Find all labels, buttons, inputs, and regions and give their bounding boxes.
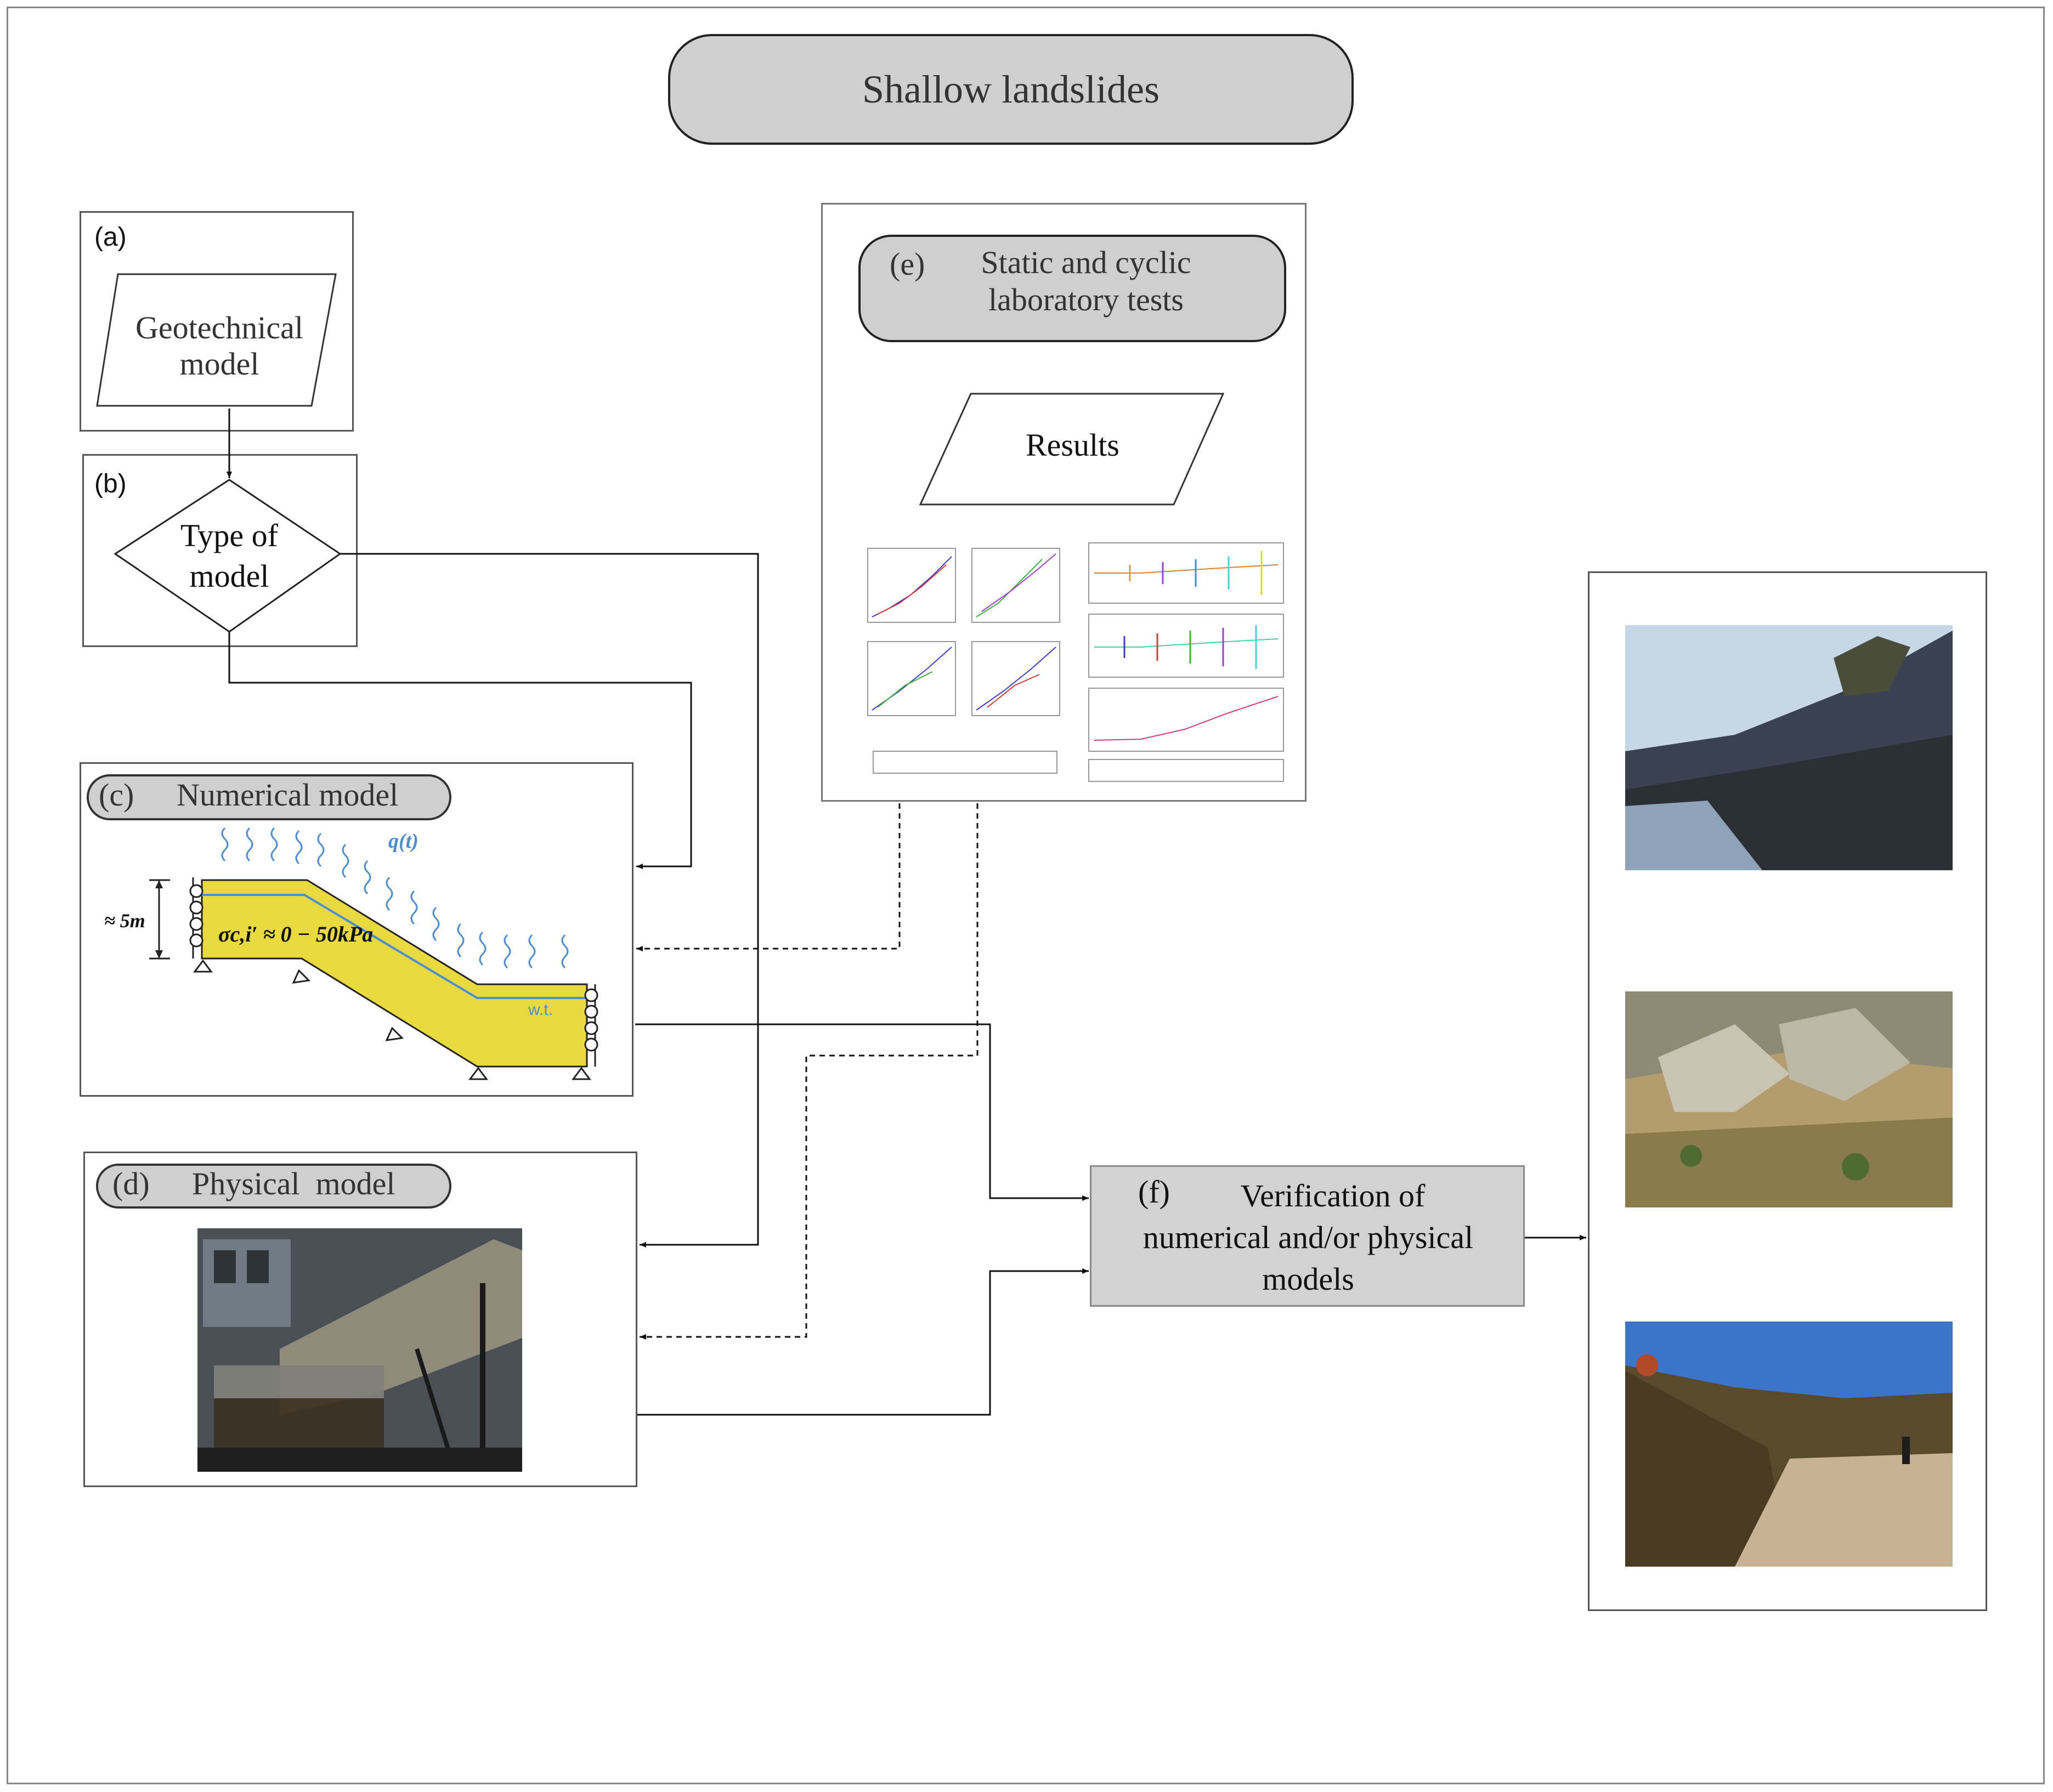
panel-e-title-line2: laboratory tests	[988, 282, 1184, 317]
field-photo-3	[1625, 1322, 1953, 1567]
physical-model-photo-sketch	[197, 1228, 522, 1472]
water-table-label: w.t.	[528, 1001, 553, 1019]
panel-a-text-line1: Geotechnical	[135, 310, 303, 345]
panel-f-box	[1090, 1165, 1525, 1307]
panel-f-text: Verification of numerical and/or physica…	[1094, 1175, 1522, 1300]
panel-e-title: Static and cyclic laboratory tests	[932, 244, 1240, 319]
panel-a-text-line2: model	[179, 346, 259, 382]
panel-d-title: Physical model	[192, 1166, 395, 1201]
panel-f-text-line2: numerical and/or physical	[1143, 1220, 1474, 1255]
height-label: ≈ 5m	[104, 910, 145, 932]
panel-f-text-line3: models	[1262, 1261, 1354, 1297]
panel-c-title: Numerical model	[177, 777, 399, 813]
results-label: Results	[1026, 427, 1119, 463]
physical-model-photo	[197, 1228, 522, 1472]
panel-c-letter: (c)	[99, 777, 134, 813]
figure-frame	[7, 7, 2045, 1784]
panel-a-letter: (a)	[94, 223, 127, 252]
panel-b-letter: (b)	[94, 469, 127, 498]
panel-d-letter: (d)	[112, 1166, 150, 1201]
panel-a-text: Geotechnical model	[110, 310, 329, 382]
panel-f-text-line1: Verification of	[1240, 1178, 1426, 1213]
title-text: Shallow landslides	[862, 67, 1160, 111]
rain-label: q(t)	[388, 830, 418, 853]
field-photo-2	[1625, 991, 1953, 1207]
panel-f-letter: (f)	[1138, 1174, 1170, 1210]
panel-e-title-pill	[858, 235, 1286, 342]
panel-b-text: Type of model	[147, 515, 312, 597]
stress-label: σc,i′ ≈ 0 − 50kPa	[218, 922, 374, 946]
title-pill: Shallow landslides	[668, 34, 1354, 145]
panel-e-title-line1: Static and cyclic	[981, 245, 1191, 280]
panel-e-letter: (e)	[890, 246, 925, 282]
panel-b-text-line1: Type of	[180, 518, 278, 553]
panel-b-text-line2: model	[189, 558, 269, 594]
field-photo-1	[1625, 625, 1953, 870]
